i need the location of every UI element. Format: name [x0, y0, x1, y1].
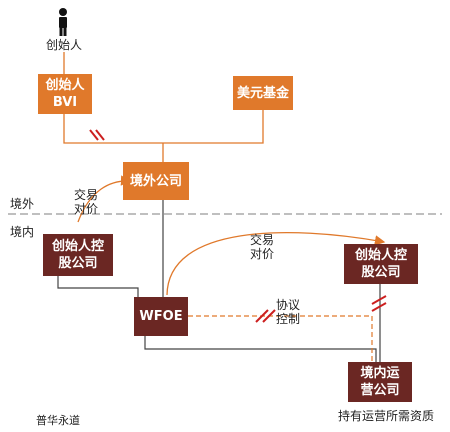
break-mark-right [371, 295, 387, 312]
usd-fund-box: 美元基金 [233, 76, 293, 110]
trade-price-left-label: 交易 对价 [73, 188, 98, 216]
offshore-company-text: 境外公司 [129, 173, 182, 189]
founder-bvi-box: 创始人 BVI [38, 74, 92, 114]
domestic-operating-company-text: 境内运 营公司 [360, 366, 400, 398]
founder-bvi-text: 创始人 BVI [45, 78, 85, 110]
founder-holding-domestic-text: 创始人控 股公司 [51, 239, 104, 271]
person-icon [59, 8, 67, 36]
footer-label: 普华永道 [36, 414, 80, 427]
domestic-operating-company-box: 境内运 营公司 [348, 362, 412, 402]
offshore-company-box: 境外公司 [123, 162, 189, 200]
wfoe-box: WFOE [134, 297, 188, 336]
line-holding-to-wfoe [57, 276, 139, 300]
founder-holding-right-text: 创始人控 股公司 [354, 248, 407, 280]
founder-holding-domestic-box: 创始人控 股公司 [43, 234, 113, 276]
break-mark-agreement [255, 309, 276, 323]
trade-arrow-right [166, 232, 386, 296]
operating-license-label: 持有运营所需资质 [338, 409, 435, 423]
founder-person-label: 创始人 [45, 38, 82, 52]
founder-holding-right-box: 创始人控 股公司 [344, 244, 418, 284]
wfoe-text: WFOE [139, 309, 183, 324]
line-wfoe-to-opco [144, 336, 377, 362]
usd-fund-text: 美元基金 [236, 85, 289, 101]
trade-price-right-label: 交易 对价 [249, 233, 274, 261]
line-bvi-fund-to-offshore [63, 110, 264, 144]
agreement-control-label: 协议 控制 [275, 298, 300, 326]
onshore-label: 境内 [10, 225, 35, 239]
offshore-label: 境外 [10, 197, 35, 211]
break-mark-top [89, 129, 105, 141]
